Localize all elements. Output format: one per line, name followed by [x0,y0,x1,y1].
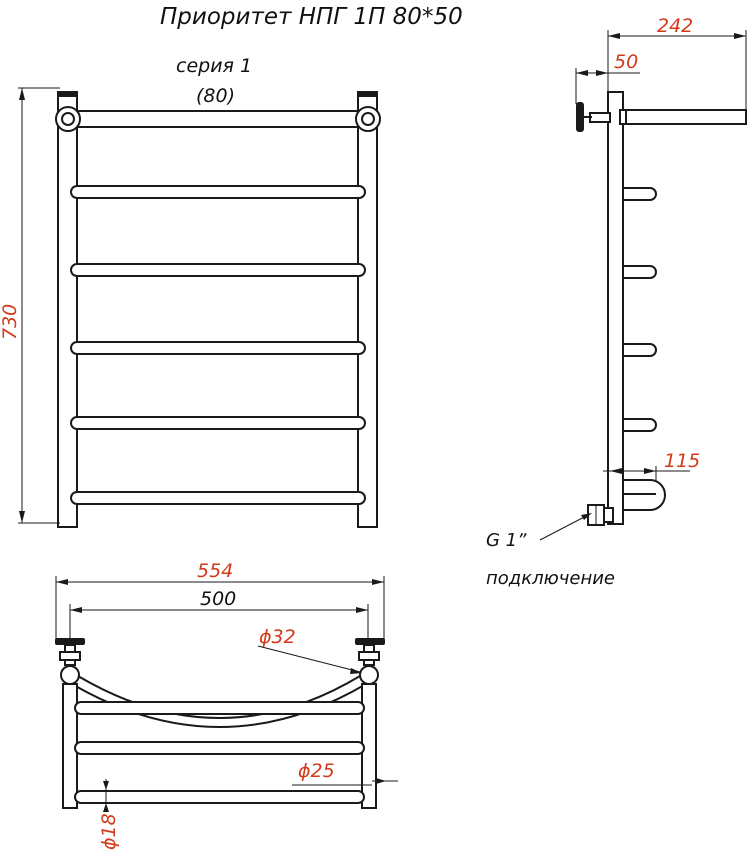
bottom-offset-dimension: 115 [664,450,700,472]
series-label: серия 1 [176,55,252,77]
rung [70,341,366,355]
series-code: (80) [196,85,235,107]
left-collector-section [60,665,80,685]
collector-diameter: ϕ32 [259,626,296,648]
side-top-shelf [619,109,747,125]
rung [74,741,365,755]
side-wall-mount [576,102,584,132]
rung [74,701,365,715]
front-view: 730 [0,87,381,528]
right-collector-cap [357,91,378,97]
connection-label: подключение [486,568,615,589]
right-wall-mount [355,638,385,645]
depth-dimension: 242 [657,15,693,37]
height-dimension: 730 [0,304,21,340]
left-collector-cap [57,91,78,97]
drawing-title: Приоритет НПГ 1П 80*50 [160,4,463,30]
rung [70,263,366,277]
top-rungs [74,701,365,804]
rung [70,491,366,505]
bottom-rung-diameter: ϕ18 [98,813,120,850]
side-rungs [623,187,666,511]
rung-diameter: ϕ25 [298,760,335,782]
left-collector [57,94,78,528]
left-wall-mount [55,638,85,645]
top-view: 554 500 ϕ32 [55,560,398,850]
thread-size: G 1ˮ [486,530,527,551]
right-collector-section [359,665,379,685]
right-collector [357,94,378,528]
front-rungs [70,185,366,505]
side-view: 242 50 115 G 1ˮ подключение [486,15,747,589]
side-collector [607,91,624,525]
offset-dimension: 50 [614,51,638,73]
outer-width-dimension: 554 [197,560,233,582]
rung [74,790,365,804]
rung [70,416,366,430]
axis-width-dimension: 500 [200,588,236,610]
rung [70,185,366,199]
